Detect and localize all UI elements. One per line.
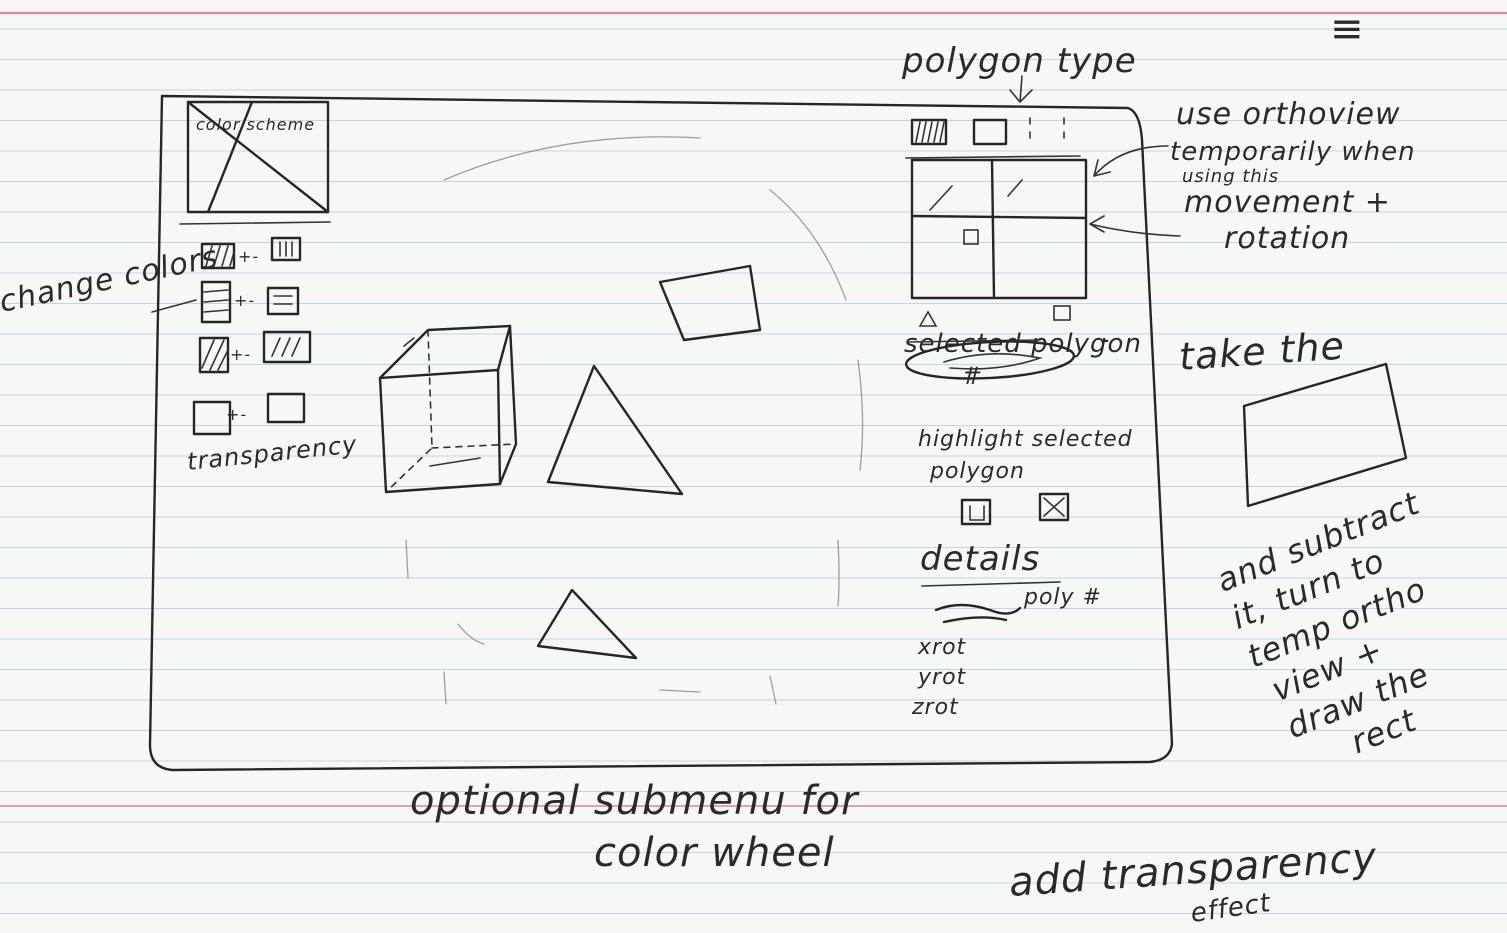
xrot-label: xrot <box>917 635 967 660</box>
main-window-frame <box>148 94 1174 772</box>
rotation-guide-stroke <box>769 675 777 705</box>
ortho-note-line: temporarily when <box>1170 137 1416 167</box>
square-marker-icon <box>1053 305 1071 321</box>
ortho-note-line: use orthoview <box>1176 97 1401 132</box>
selected-polygon-label: selected polygon <box>904 329 1142 359</box>
ortho-note-line: rotation <box>1224 221 1350 256</box>
square-shape[interactable] <box>658 264 762 342</box>
arrow-to-viewport-icon <box>1089 215 1181 237</box>
down-arrow-icon <box>1009 75 1033 104</box>
triangle-marker-icon <box>918 310 938 327</box>
plus-minus-label: +- <box>238 247 259 266</box>
color-scheme-label: color scheme <box>196 115 315 134</box>
selected-polygon-hash: # <box>962 362 983 390</box>
strike-through <box>907 339 1041 343</box>
color-swatch-row-1[interactable]: +- <box>200 236 302 270</box>
yrot-label: yrot <box>917 665 967 690</box>
change-colors-pointer <box>151 299 197 313</box>
highlight-label-line: polygon <box>929 459 1025 484</box>
plus-minus-label: +- <box>230 345 251 364</box>
selected-polygon-dropdown[interactable] <box>904 338 1076 383</box>
right-panel-divider <box>905 155 1081 159</box>
highlight-on-checkbox[interactable] <box>960 498 992 526</box>
selection-rect-shape <box>1242 362 1408 508</box>
scribble <box>934 603 1022 624</box>
poly-hash-label: poly # <box>1023 585 1102 610</box>
ortho-note-line: movement + <box>1184 185 1391 220</box>
cube-shape[interactable] <box>378 324 518 494</box>
top-right-marks: ≡ <box>1330 6 1365 52</box>
polygon-type-selector[interactable] <box>910 117 1065 146</box>
rotation-guide-stroke <box>659 689 701 693</box>
arrow-to-viewport-icon <box>1093 145 1169 177</box>
ruled-lines <box>0 20 1507 933</box>
color-swatch-row-4[interactable]: +- <box>192 392 306 436</box>
color-swatch-row-2[interactable]: +- <box>200 280 300 324</box>
left-panel-divider <box>179 221 331 225</box>
plus-minus-label: +- <box>226 405 247 424</box>
details-label: details <box>920 539 1040 579</box>
bottom-note: optional submenu for color wheel <box>410 778 872 876</box>
rotation-guide-stroke <box>443 136 701 181</box>
highlight-label-line: highlight selected <box>918 427 1133 452</box>
plus-minus-label: +- <box>234 291 255 310</box>
bottom-note-line: color wheel <box>594 830 835 876</box>
rotation-guide-stroke <box>405 539 409 579</box>
rotation-guide-stroke <box>457 623 485 645</box>
color-scheme-box[interactable]: color scheme <box>186 100 330 214</box>
details-underline <box>921 581 1061 587</box>
ortho-viewport-grid[interactable] <box>910 158 1088 300</box>
zrot-label: zrot <box>911 695 959 720</box>
rotation-guide-stroke <box>769 189 847 301</box>
highlight-off-checkbox[interactable] <box>1038 492 1070 522</box>
dash-mark: - <box>1100 325 1110 355</box>
rotation-guide-stroke <box>857 359 864 471</box>
highlight-label: highlight selected polygon <box>918 427 1141 484</box>
triangle-shape[interactable] <box>546 364 684 496</box>
scribble <box>943 353 1044 370</box>
ortho-note-line: using this <box>1182 166 1279 187</box>
color-swatch-row-3[interactable]: +- <box>198 330 312 374</box>
rotation-guide-stroke <box>837 539 840 607</box>
ortho-note: use orthoview temporarily when using thi… <box>1170 97 1426 256</box>
bottom-note-line: optional submenu for <box>410 778 860 824</box>
polygon-type-label: polygon type <box>901 41 1137 81</box>
rotation-fields: xrot yrot zrot <box>911 635 974 720</box>
small-triangle-shape[interactable] <box>536 588 638 660</box>
rotation-guide-stroke <box>443 671 447 705</box>
